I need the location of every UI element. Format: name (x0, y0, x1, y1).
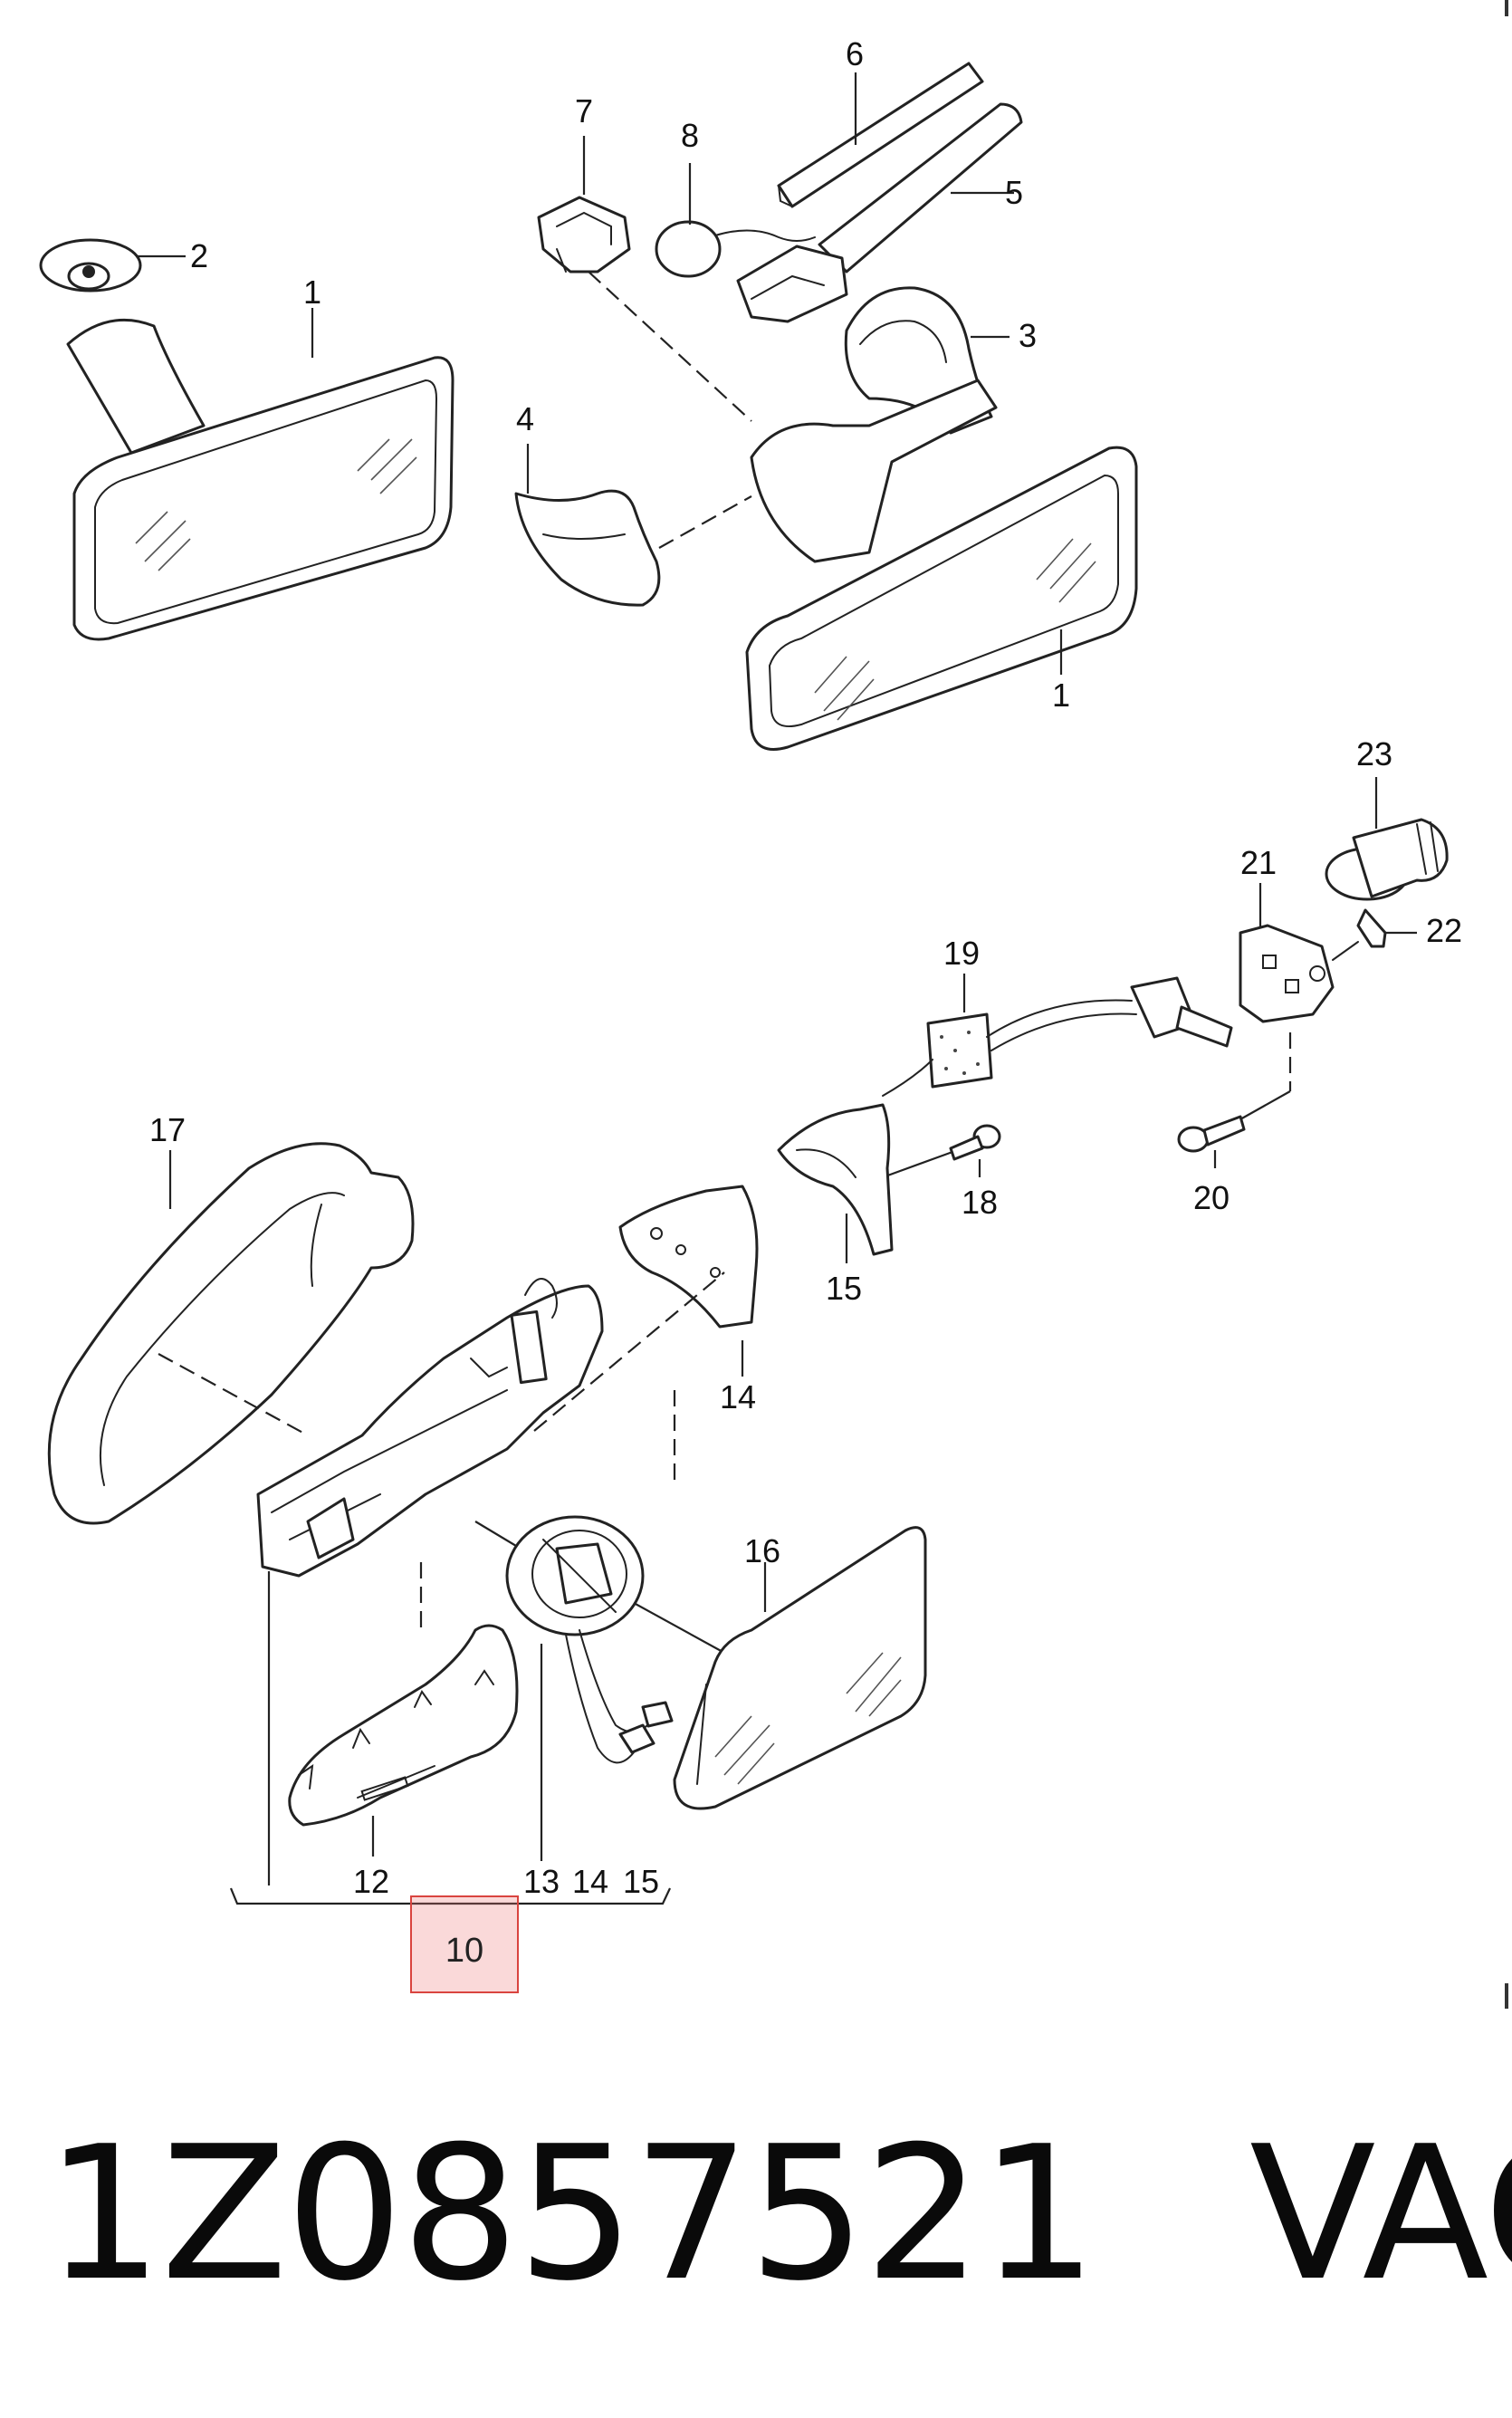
callout-4: 4 (516, 400, 534, 437)
callout-14a: 14 (720, 1378, 756, 1415)
part-20-bolt (1177, 1115, 1246, 1153)
part-16-mirror-glass (673, 1526, 927, 1810)
part-number: 1Z0857521 (45, 2106, 1097, 2322)
callout-5: 5 (1005, 174, 1023, 211)
callout-labels: 1 2 6 7 8 5 3 4 1 23 21 22 19 18 20 17 1… (149, 35, 1462, 1900)
part-6-strip (777, 62, 984, 208)
part-13-motor (505, 1515, 645, 1636)
callout-23: 23 (1356, 735, 1392, 772)
highlight-label-text: 10 (445, 1931, 484, 1970)
part-2-mount-cap (39, 238, 142, 293)
part-1-interior-mirror-left (66, 318, 455, 641)
part-23-grommet (1325, 818, 1449, 901)
callout-12: 12 (353, 1863, 389, 1900)
callout-22: 22 (1426, 912, 1462, 949)
part-19-foam-pad (926, 1012, 993, 1089)
brand-name: VAG (1249, 2106, 1512, 2322)
group-bracket (229, 1887, 671, 1905)
part-18-screw (949, 1124, 1001, 1161)
part-7-clip (537, 196, 631, 273)
part-21-bracket (1239, 924, 1359, 1023)
callout-7: 7 (575, 92, 593, 130)
callout-15b: 15 (623, 1863, 659, 1900)
callout-2: 2 (190, 237, 208, 274)
callout-14b: 14 (572, 1863, 608, 1900)
exploded-parts-diagram: 1 2 6 7 8 5 3 4 1 23 21 22 19 18 20 17 1… (39, 35, 1462, 1905)
part-17-housing-cap (47, 1142, 415, 1525)
wiring-harness-upper (882, 976, 1233, 1097)
wiring-harness-lower (565, 1629, 674, 1764)
part-10-mirror-carrier (256, 1278, 604, 1578)
callout-18: 18 (962, 1184, 998, 1221)
callout-16: 16 (744, 1532, 780, 1569)
part-22-small-clip (1356, 908, 1387, 948)
part-4-trim (514, 489, 661, 607)
callout-19: 19 (943, 935, 980, 972)
callout-21: 21 (1240, 844, 1277, 881)
highlighted-part-10-label: 10 (410, 1895, 519, 1993)
callout-17: 17 (149, 1111, 186, 1148)
callout-15a: 15 (826, 1270, 862, 1307)
callout-13: 13 (523, 1863, 560, 1900)
edge-mark-bottom (1505, 1983, 1508, 2009)
part-1-interior-mirror-right (745, 379, 1138, 751)
callout-1: 1 (303, 273, 321, 311)
callout-1b: 1 (1052, 676, 1070, 714)
callout-8: 8 (681, 117, 699, 154)
part-5-strip-connector (736, 102, 1023, 323)
part-number-footer: 1Z0857521 VAG (45, 2101, 1512, 2327)
part-12-lower-cover (288, 1624, 519, 1827)
callout-20: 20 (1193, 1179, 1230, 1216)
callout-6: 6 (846, 35, 864, 72)
part-8-sensor (655, 220, 816, 278)
edge-mark-top (1505, 0, 1508, 16)
callout-3: 3 (1019, 317, 1037, 354)
part-15-seal (777, 1103, 894, 1256)
part-14-base-plate (618, 1185, 759, 1329)
